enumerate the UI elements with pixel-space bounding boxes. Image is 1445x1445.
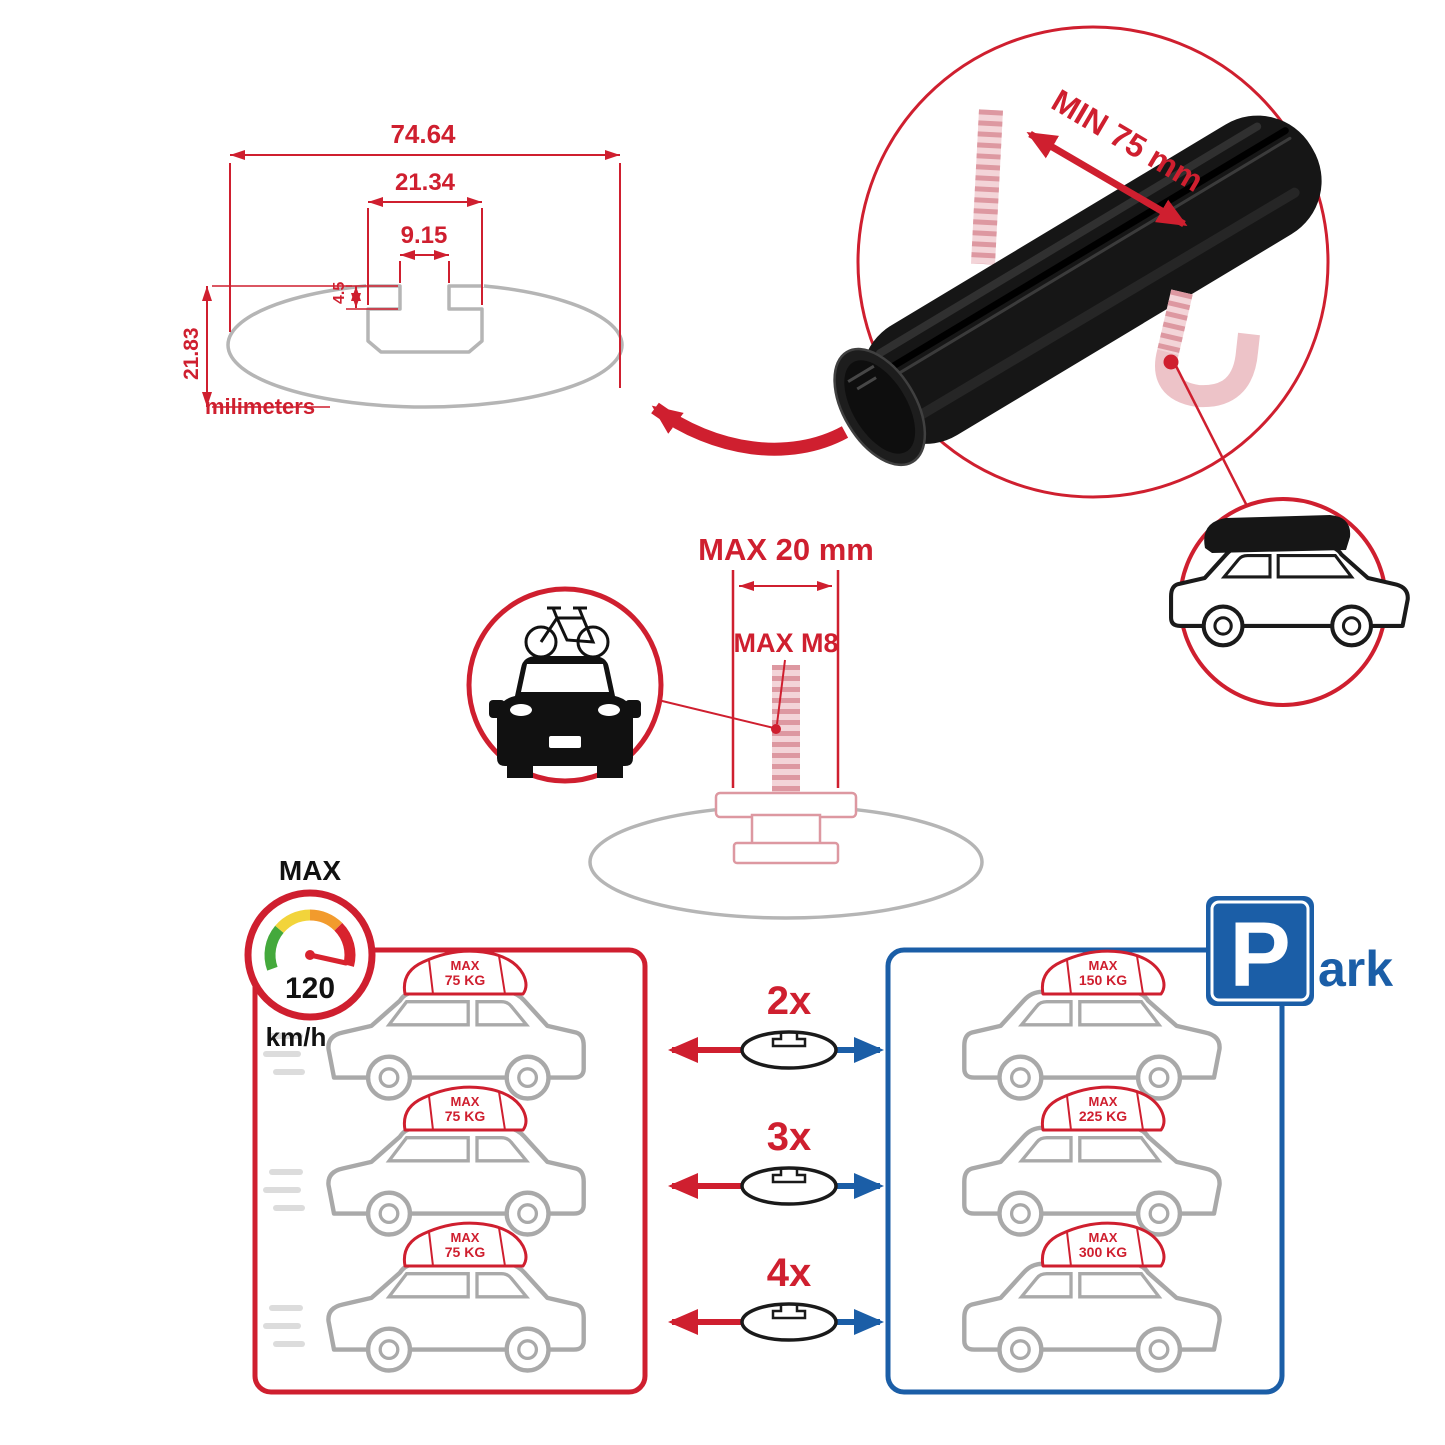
- multiplier-label: 2x: [767, 979, 812, 1023]
- roof-load-label: MAX: [451, 1094, 480, 1109]
- bolt-spec-diagram: MAX 20 mm MAX M8: [588, 532, 984, 920]
- dim-total-width: 74.64: [390, 119, 456, 149]
- capacity-comparison: MAX 75 KG 2x MAX 150 KG MAX 75 KG 3x: [252, 896, 1393, 1395]
- motion-lines: [263, 1033, 305, 1075]
- roof-load-label: MAX: [1089, 958, 1118, 973]
- car-icon-right: [964, 992, 1219, 1099]
- units-label: milimeters: [205, 394, 315, 419]
- park-sign-letter: P: [1229, 904, 1290, 1006]
- capacity-row-1: MAX 75 KG 2x MAX 150 KG: [263, 949, 1220, 1099]
- roof-load-label: 75 KG: [445, 1244, 486, 1260]
- t-slot-nut: [714, 791, 858, 865]
- car-icon-right: [964, 1264, 1219, 1371]
- speed-max-label: MAX: [279, 855, 342, 886]
- roofbox-suv-callout: [1171, 497, 1408, 707]
- crossbar-photo: [833, 115, 1322, 467]
- arrow-bar-to-profile: [651, 402, 849, 456]
- roof-load-label: MAX: [1089, 1230, 1118, 1245]
- roof-load-label: 150 KG: [1079, 972, 1127, 988]
- speed-limit-gauge: MAX 120 km/h: [244, 855, 376, 1052]
- crossbar-section-icon: [740, 1030, 838, 1070]
- multiplier-label: 3x: [767, 1115, 812, 1159]
- motion-lines: [263, 1305, 305, 1347]
- t-slot-channel: [366, 284, 484, 354]
- dim-channel-width: 21.34: [395, 169, 456, 196]
- min-span-arrow: [1026, 130, 1188, 228]
- roof-load-label: MAX: [451, 958, 480, 973]
- car-front-icon: [489, 656, 641, 778]
- speed-unit: km/h: [266, 1022, 327, 1052]
- crossbar-section-icon: [740, 1166, 838, 1206]
- roof-load-label: 300 KG: [1079, 1244, 1127, 1260]
- roof-cargo-box-icon: [1204, 515, 1351, 553]
- callout-line-suv: [1174, 365, 1250, 509]
- profile-mask: [366, 279, 484, 287]
- car-icon-left: [328, 1128, 583, 1235]
- crossbar-closeup: MIN 75 mm: [833, 25, 1330, 509]
- park-sign: P ark: [1206, 896, 1393, 1006]
- bike-car-callout: [466, 586, 775, 784]
- gauge-needle-hub: [305, 950, 315, 960]
- car-icon-left: [328, 1264, 583, 1371]
- blue-capacity-box: [885, 947, 1285, 1395]
- roof-load-label: MAX: [1089, 1094, 1118, 1109]
- red-capacity-box: [252, 947, 648, 1395]
- clamp-point-dot: [1163, 354, 1179, 370]
- capacity-row-3: MAX 75 KG 4x MAX 300 KG: [263, 1221, 1220, 1371]
- max-length-label: MAX 20 mm: [698, 532, 874, 567]
- callout-line-bolt: [776, 659, 786, 725]
- gauge-arc: [264, 909, 356, 971]
- dim-total-height: 21.83: [180, 327, 203, 380]
- roof-load-label: 75 KG: [445, 972, 486, 988]
- roof-load-label: MAX: [451, 1230, 480, 1245]
- dim-slot-depth: 4.5: [331, 282, 348, 304]
- car-icon-left: [328, 992, 583, 1099]
- clamp-rod-right: [1155, 289, 1260, 408]
- multiplier-label: 4x: [767, 1251, 812, 1295]
- roof-load-label: 225 KG: [1079, 1108, 1127, 1124]
- dim-slot-width: 9.15: [401, 222, 448, 249]
- car-icon-right: [964, 1128, 1219, 1235]
- clamp-rod-left: [971, 109, 1003, 265]
- max-thread-label: MAX M8: [733, 628, 838, 658]
- capacity-row-2: MAX 75 KG 3x MAX 225 KG: [263, 1085, 1220, 1235]
- gauge-needle: [307, 952, 349, 966]
- profile-dimension-diagram: 74.64 21.34 9.15 4.5 21.83 milimeters: [180, 119, 624, 419]
- motion-lines: [263, 1169, 305, 1211]
- speed-value: 120: [285, 972, 335, 1005]
- park-sign-suffix: ark: [1318, 941, 1393, 997]
- callout-line-circle: [657, 699, 775, 729]
- bolt-point-dot: [771, 724, 781, 734]
- crossbar-section-icon: [740, 1302, 838, 1342]
- roof-load-label: 75 KG: [445, 1108, 486, 1124]
